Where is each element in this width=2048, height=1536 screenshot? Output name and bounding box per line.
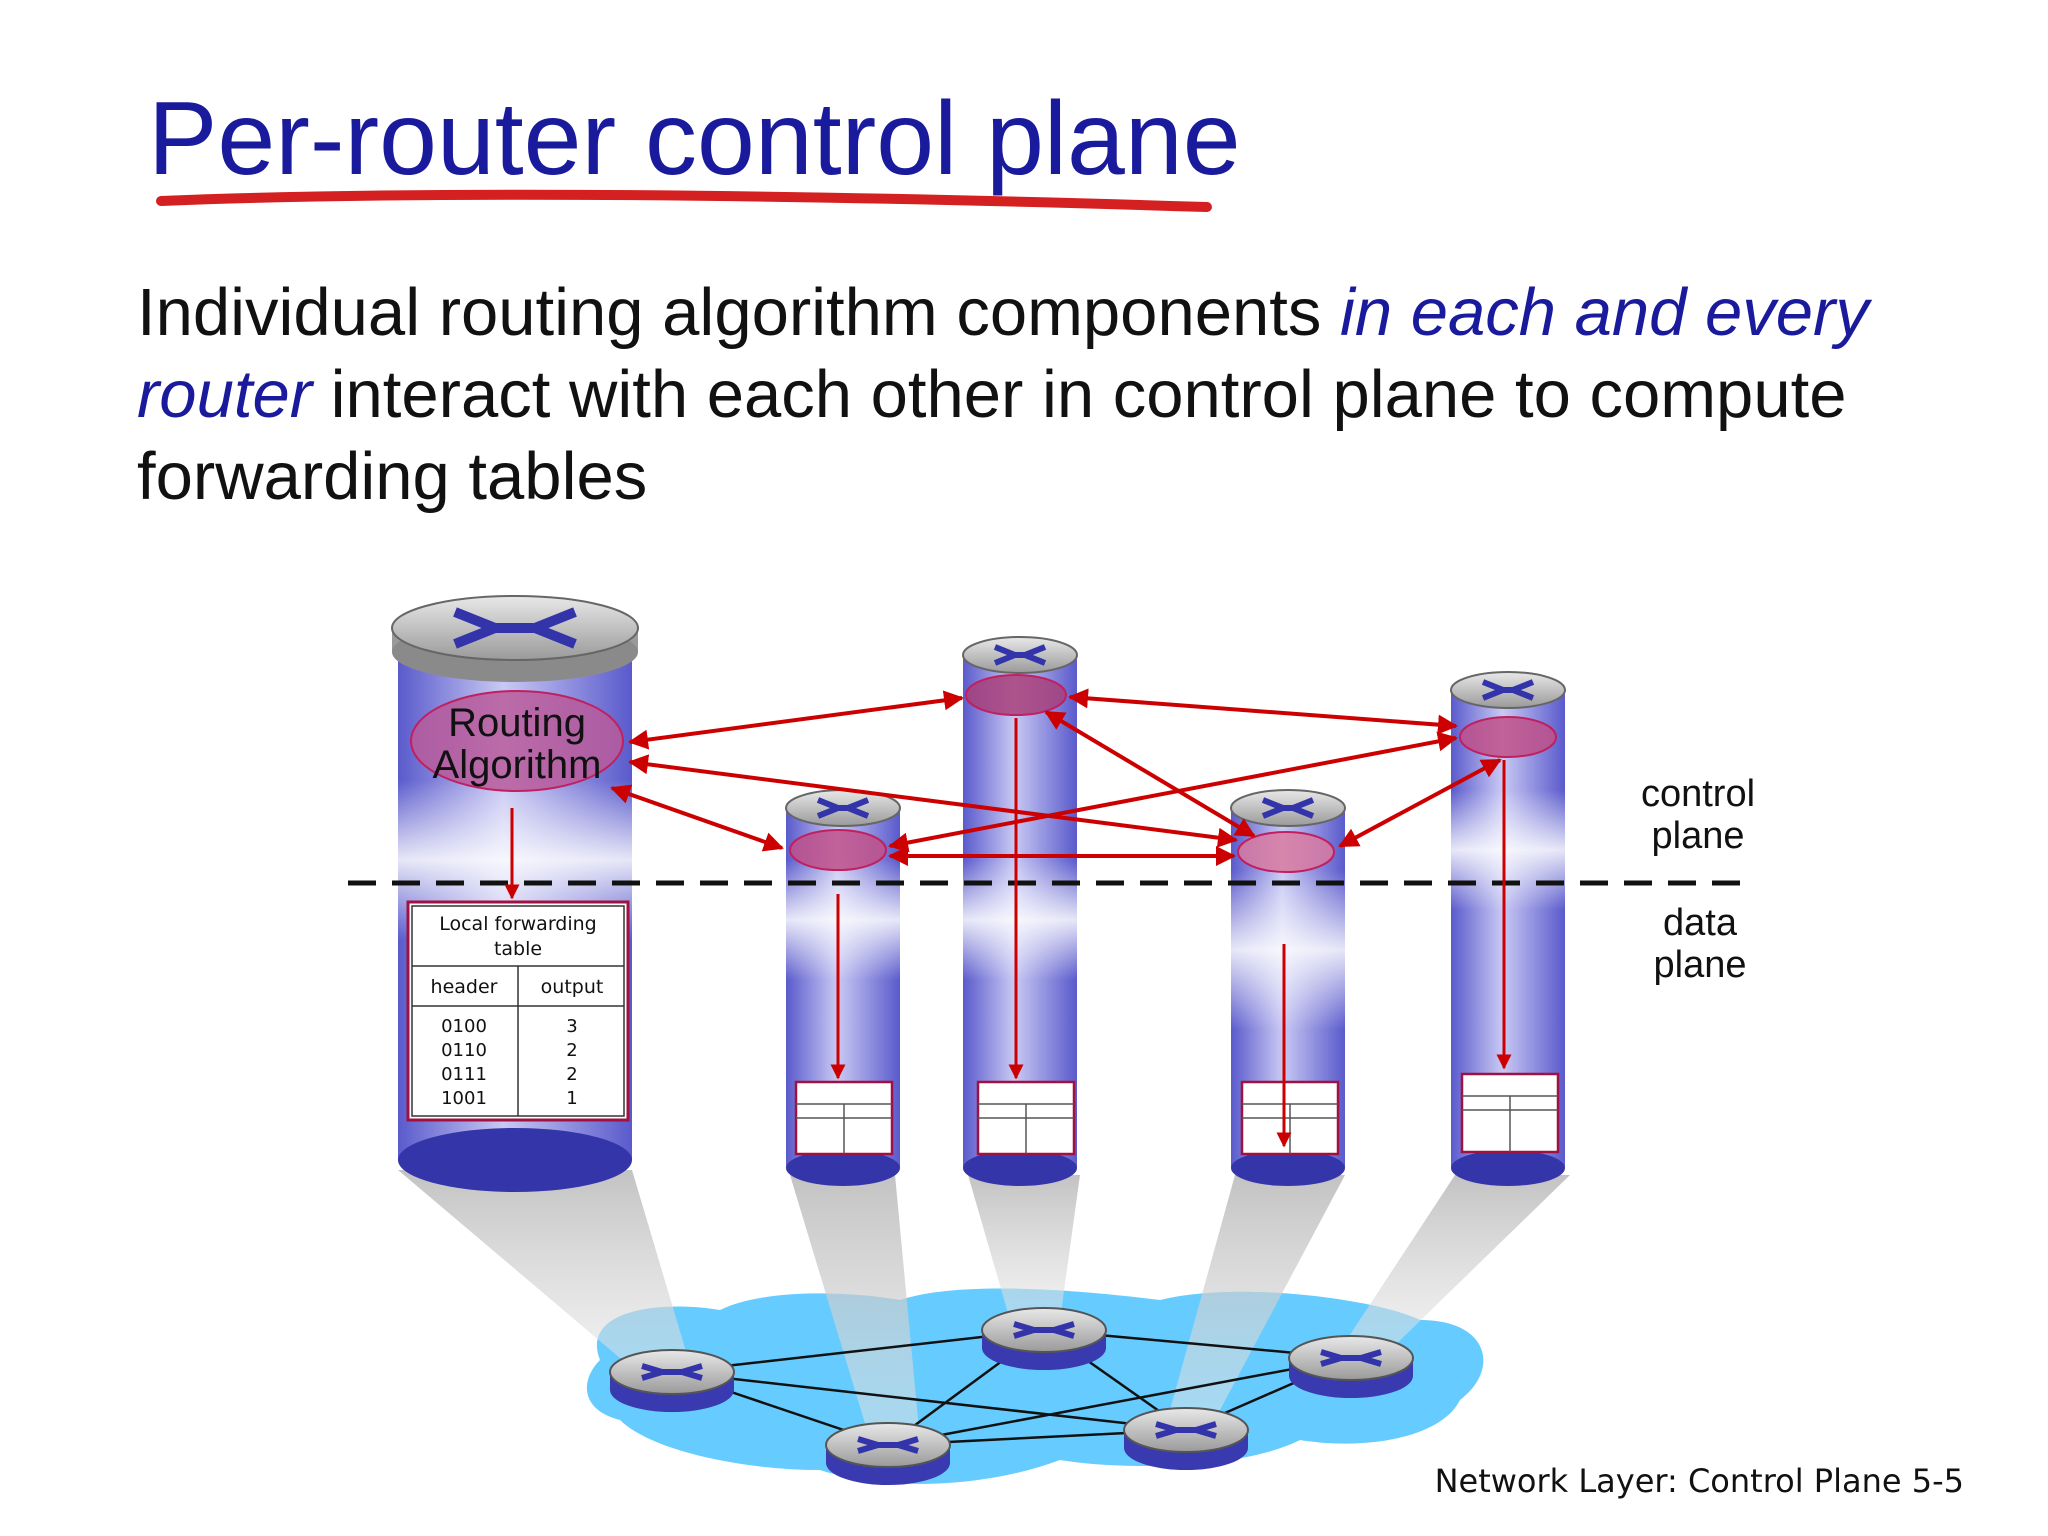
forwarding-table-output-col: output bbox=[541, 976, 604, 998]
network-router-icon bbox=[1123, 1407, 1249, 1470]
forwarding-table-header-col: header bbox=[431, 976, 498, 998]
routing-component-ellipse bbox=[1237, 831, 1335, 873]
forwarding-table-header-cell: 0110 bbox=[441, 1040, 487, 1061]
control-plane-arrows bbox=[610, 688, 1502, 866]
mini-forwarding-table bbox=[1460, 1072, 1560, 1154]
network-router-icon bbox=[609, 1349, 735, 1412]
body-text-part2: interact with each other in control plan… bbox=[137, 357, 1847, 514]
forwarding-table-header-cell: 0100 bbox=[441, 1016, 487, 1037]
routing-to-table-arrows bbox=[504, 718, 1512, 1148]
routing-component-ellipse bbox=[789, 829, 887, 871]
network-cloud bbox=[586, 1288, 1484, 1484]
control-plane-label-line1: control bbox=[1641, 773, 1755, 815]
routing-algorithm-label-line2: Algorithm bbox=[433, 743, 602, 787]
routing-algorithm-ellipse bbox=[410, 690, 624, 792]
network-routers bbox=[609, 1307, 1414, 1485]
network-router-icon bbox=[825, 1422, 951, 1485]
data-plane-label-line2: plane bbox=[1654, 944, 1747, 986]
body-text-part1: Individual routing algorithm components bbox=[137, 275, 1340, 350]
forwarding-table-output-cell: 2 bbox=[566, 1040, 577, 1061]
mini-forwarding-table bbox=[794, 1080, 894, 1156]
forwarding-table-title-line1: Local forwarding bbox=[439, 913, 597, 935]
router-cylinder-5 bbox=[1450, 671, 1566, 1186]
forwarding-table-output-cell: 2 bbox=[566, 1064, 577, 1085]
mini-forwarding-table bbox=[1240, 1080, 1340, 1156]
network-router-icon bbox=[1288, 1335, 1414, 1398]
title-underline bbox=[156, 189, 1212, 212]
slide-title: Per-router control plane bbox=[148, 81, 1241, 197]
forwarding-table-header-cell: 0111 bbox=[441, 1064, 487, 1085]
data-plane-label-line1: data bbox=[1663, 902, 1738, 944]
forwarding-table-header-cell: 1001 bbox=[441, 1088, 487, 1109]
routing-algorithm-label-line1: Routing bbox=[448, 701, 586, 745]
body-text-emphasis: in each and every router bbox=[137, 275, 1869, 432]
routing-component-ellipse bbox=[1459, 716, 1557, 758]
router-projection-beams bbox=[398, 1170, 1570, 1440]
mini-forwarding-table bbox=[976, 1080, 1076, 1156]
forwarding-table-output-cell: 3 bbox=[566, 1016, 577, 1037]
slide-footer: Network Layer: Control Plane 5-5 bbox=[1434, 1462, 1964, 1500]
local-forwarding-table: Local forwarding table header output 010… bbox=[406, 900, 630, 1122]
control-plane-label-line2: plane bbox=[1652, 815, 1745, 857]
forwarding-table-output-cell: 1 bbox=[566, 1088, 577, 1109]
routing-component-ellipse bbox=[965, 674, 1067, 716]
slide-body-text: Individual routing algorithm components … bbox=[137, 272, 1997, 518]
forwarding-table-title-line2: table bbox=[494, 938, 542, 960]
network-router-icon bbox=[981, 1307, 1107, 1370]
